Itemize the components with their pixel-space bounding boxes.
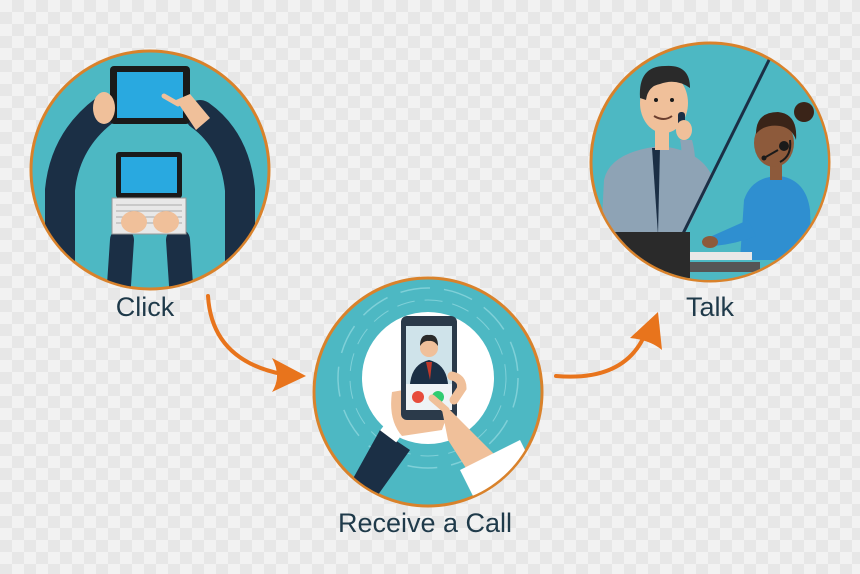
step-label-talk: Talk <box>685 292 734 322</box>
smartphone-icon <box>401 316 457 420</box>
arrow-receive-to-talk <box>554 312 662 379</box>
talk-illustration <box>589 41 831 283</box>
call-agent-woman-icon <box>664 102 814 272</box>
caller-avatar-icon <box>410 334 448 384</box>
step-label-click: Click <box>115 292 175 322</box>
arrow-click-to-receive <box>206 294 306 392</box>
decline-call-icon[interactable] <box>412 391 424 403</box>
click-illustration <box>29 49 271 291</box>
tablet-icon <box>110 66 190 124</box>
receive-call-illustration <box>312 276 544 508</box>
step-label-receive-a-call: Receive a Call <box>337 508 513 538</box>
caller-man-icon <box>600 65 716 260</box>
